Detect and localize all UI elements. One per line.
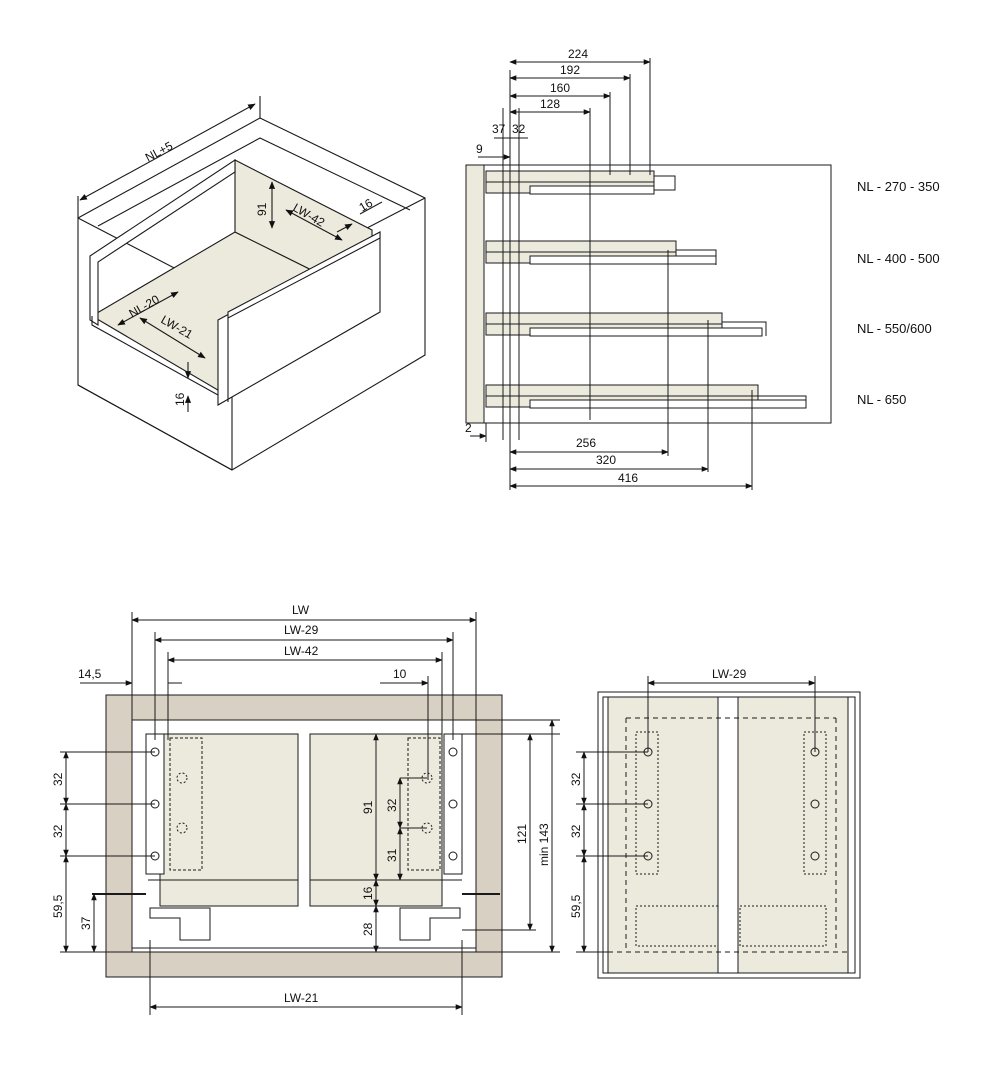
iso-d16-top-label: 16 xyxy=(357,196,376,215)
front-left-dim-32a: 32 xyxy=(51,772,65,786)
side-lw29-label: LW-29 xyxy=(712,667,747,681)
side-dim-59-5: 59,5 xyxy=(569,894,583,918)
rail-dim-9: 9 xyxy=(476,142,483,156)
rail-dim-128: 128 xyxy=(540,97,560,111)
front-mid-dim-32: 32 xyxy=(385,798,399,812)
front-left-dim-32b: 32 xyxy=(51,824,65,838)
front-left-dim-59-5: 59,5 xyxy=(51,894,65,918)
front-dim-121: 121 xyxy=(515,824,529,844)
front-mid-dim-91: 91 xyxy=(361,800,375,814)
side-dim-32a: 32 xyxy=(569,772,583,786)
front-left-dim-37: 37 xyxy=(79,916,93,930)
rail-dim-2: 2 xyxy=(465,421,472,435)
rail-row-label-4: NL - 650 xyxy=(857,392,906,407)
rail-dim-256: 256 xyxy=(576,436,596,450)
rail-row-1 xyxy=(485,170,676,195)
front-d10-label: 10 xyxy=(393,667,407,681)
front-lw29-label: LW-29 xyxy=(284,623,319,637)
rail-dim-32: 32 xyxy=(512,122,526,136)
rail-row-3 xyxy=(485,312,767,337)
rail-length-view xyxy=(465,58,832,490)
front-lw21-label: LW-21 xyxy=(284,991,319,1005)
iso-d16-bottom-label: 16 xyxy=(173,392,187,406)
front-section-view xyxy=(60,612,560,1015)
side-dim-32b: 32 xyxy=(569,824,583,838)
iso-h91-label: 91 xyxy=(255,202,269,216)
front-mid-dim-31: 31 xyxy=(385,848,399,862)
rail-dim-192: 192 xyxy=(560,63,580,77)
front-dim-min143: min 143 xyxy=(537,823,551,866)
rail-row-label-2: NL - 400 - 500 xyxy=(857,251,940,266)
rail-row-2 xyxy=(485,240,717,265)
side-section-view xyxy=(576,676,861,979)
isometric-cabinet-view xyxy=(77,96,426,471)
rail-dim-224: 224 xyxy=(568,47,588,61)
rail-dim-160: 160 xyxy=(550,81,570,95)
rail-dim-416: 416 xyxy=(618,471,638,485)
front-mid-dim-16: 16 xyxy=(361,886,375,900)
rail-row-label-3: NL - 550/600 xyxy=(857,321,932,336)
front-mid-dim-28: 28 xyxy=(361,922,375,936)
front-lw-label: LW xyxy=(292,603,310,617)
rail-dim-320: 320 xyxy=(596,453,616,467)
rail-row-4 xyxy=(485,384,807,409)
front-lw42-label: LW-42 xyxy=(284,644,319,658)
front-d14-5-label: 14,5 xyxy=(78,667,102,681)
rail-dim-37: 37 xyxy=(492,122,506,136)
rail-row-label-1: NL - 270 - 350 xyxy=(857,179,940,194)
iso-nl-plus-label: NL+5 xyxy=(143,139,175,165)
